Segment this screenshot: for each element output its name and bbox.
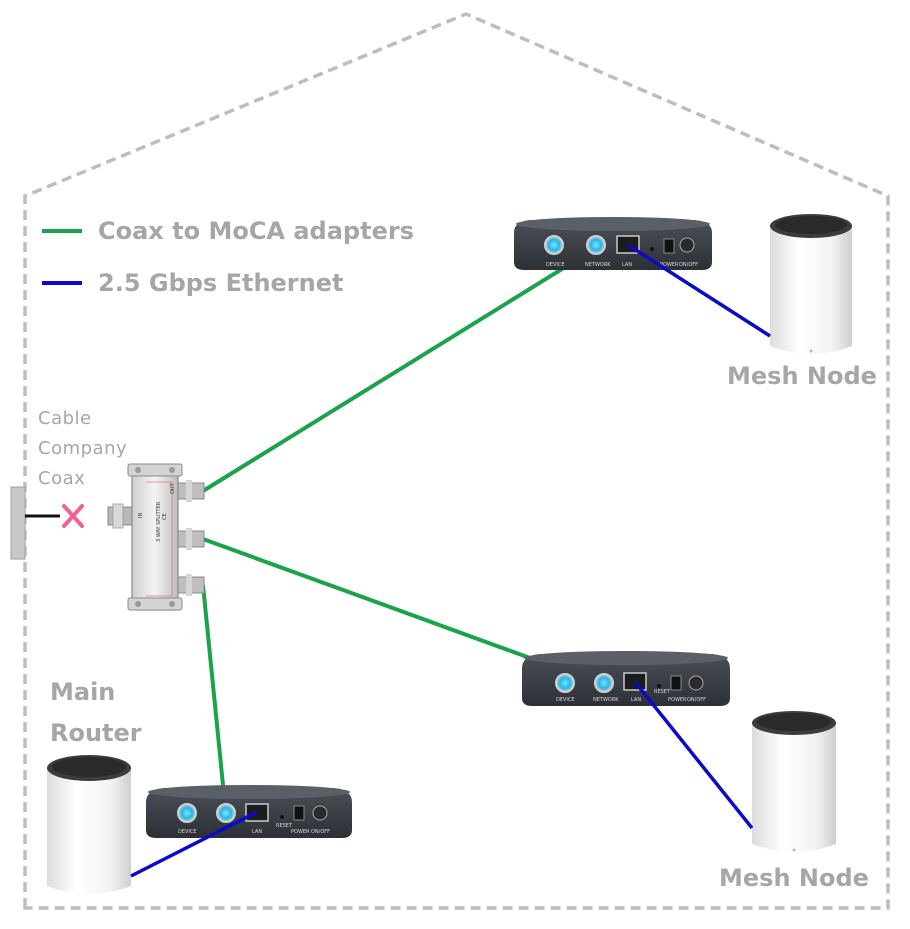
svg-text:LAN: LAN — [631, 697, 641, 703]
ethernet-bottom — [633, 680, 754, 830]
svg-text:POWER: POWER — [291, 829, 310, 835]
moca-adapter-main: DEVICE LAN RESET POWER ON/OFF — [146, 785, 352, 838]
svg-text:POWER: POWER — [668, 697, 687, 703]
mesh-node-top-label: Mesh Node — [727, 362, 877, 390]
device-port — [177, 803, 197, 823]
svg-text:POWER: POWER — [660, 262, 679, 268]
main-router-label-2: Router — [50, 719, 142, 747]
svg-text:NETWORK: NETWORK — [593, 697, 619, 703]
svg-text:DEVICE: DEVICE — [178, 829, 197, 835]
legend-ethernet-label: 2.5 Gbps Ethernet — [98, 269, 343, 297]
mesh-node-top — [770, 214, 852, 354]
moca-adapter-bottom: DEVICE NETWORK LAN RESET POWER ON/OFF — [522, 651, 730, 706]
cable-company-coax-label-1: Cable — [38, 408, 92, 429]
splitter: IN 3 WAY SPLITTER CE OUT — [107, 463, 205, 611]
svg-text:LAN: LAN — [622, 262, 632, 268]
svg-text:RESET: RESET — [654, 689, 671, 695]
cable-company-coax-label-3: Coax — [38, 468, 85, 489]
legend: Coax to MoCA adapters 2.5 Gbps Ethernet — [42, 217, 414, 297]
network-port — [594, 673, 614, 693]
svg-text:DEVICE: DEVICE — [546, 262, 565, 268]
svg-text:ON/OFF: ON/OFF — [311, 829, 330, 835]
cut-x-icon — [62, 504, 84, 528]
svg-text:ON/OFF: ON/OFF — [679, 262, 698, 268]
svg-text:3 WAY SPLITTER: 3 WAY SPLITTER — [156, 501, 162, 542]
svg-text:OUT: OUT — [170, 482, 176, 494]
coax-lines — [201, 246, 605, 816]
svg-text:ON/OFF: ON/OFF — [687, 697, 706, 703]
coax-to-top-adapter — [201, 246, 598, 493]
ethernet-top — [627, 243, 771, 338]
cable-company-coax-label-2: Company — [38, 438, 127, 459]
svg-text:DEVICE: DEVICE — [556, 697, 575, 703]
svg-text:IN: IN — [138, 513, 144, 518]
ethernet-lines — [130, 243, 771, 878]
legend-coax-label: Coax to MoCA adapters — [98, 217, 414, 245]
ethernet-main — [130, 810, 258, 878]
mesh-node-bottom-label: Mesh Node — [719, 864, 869, 892]
main-router — [47, 755, 131, 894]
device-port — [555, 673, 575, 693]
main-router-label-1: Main — [50, 678, 115, 706]
svg-text:LAN: LAN — [252, 829, 262, 835]
moca-adapter-top: DEVICE NETWORK LAN POWER ON/OFF — [514, 217, 712, 270]
lan-port — [623, 672, 647, 691]
svg-text:NETWORK: NETWORK — [585, 262, 611, 268]
mesh-node-bottom — [752, 711, 836, 852]
wall-plate — [10, 486, 26, 560]
network-port — [216, 803, 236, 823]
coax-to-main-adapter — [201, 584, 228, 816]
house-outline — [23, 12, 890, 910]
network-port — [586, 235, 606, 255]
svg-text:RESET: RESET — [276, 823, 293, 829]
svg-text:CE: CE — [162, 513, 168, 520]
device-port — [544, 235, 564, 255]
